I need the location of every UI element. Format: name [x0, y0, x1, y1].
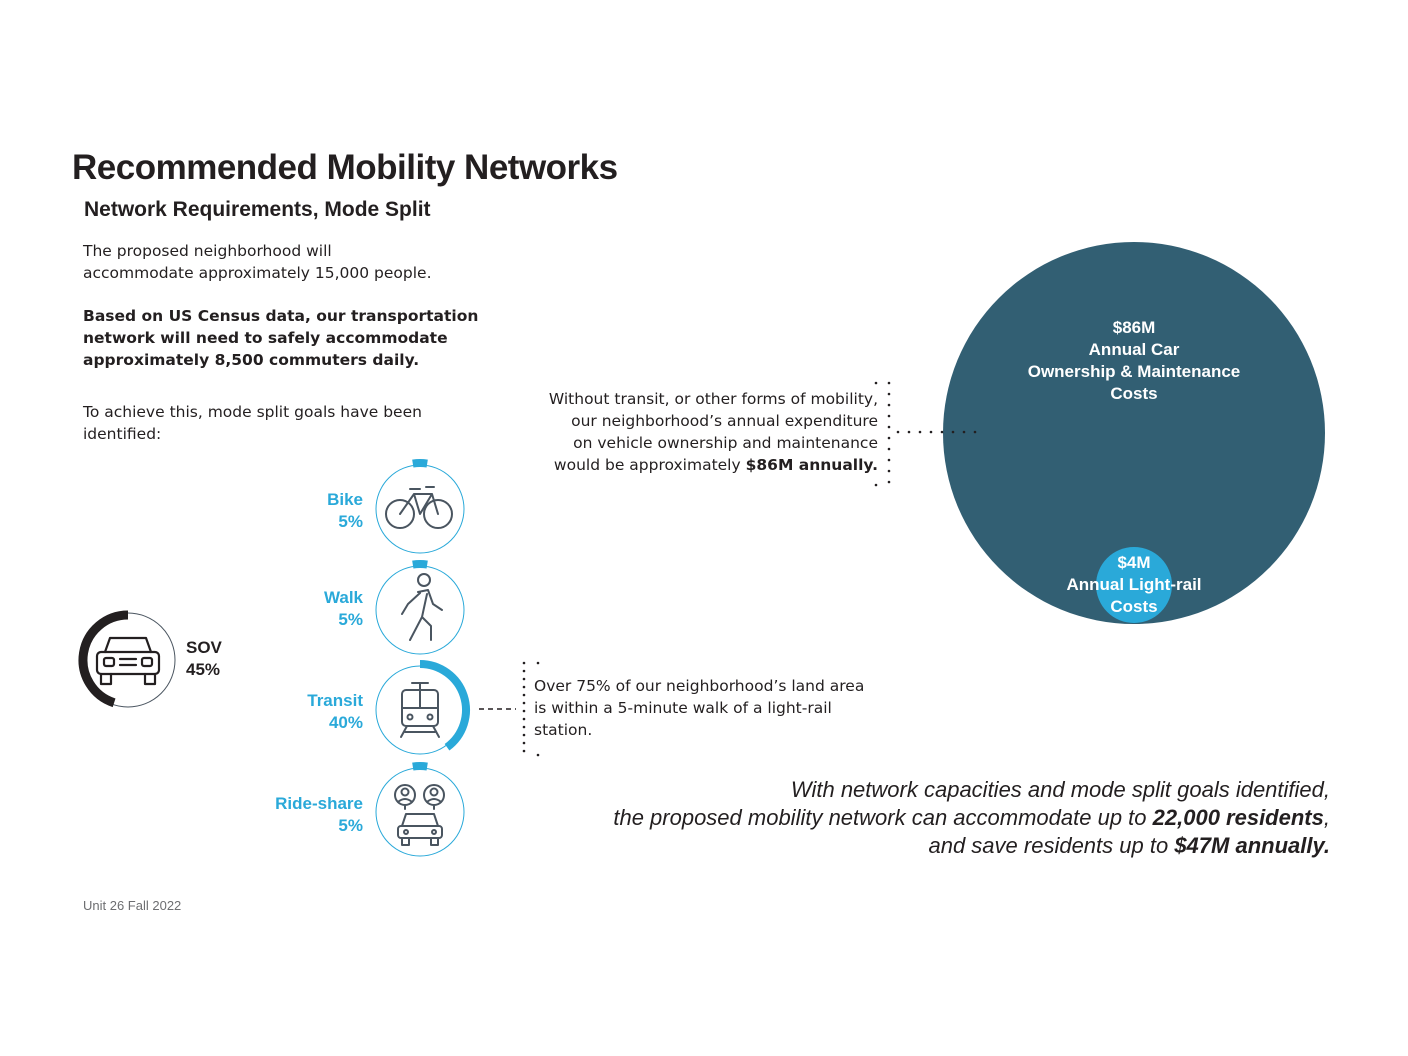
mode-ring-bike	[375, 459, 465, 554]
expenditure-line4-bold: $86M annually.	[745, 456, 878, 474]
transit-note-line2: is within a 5-minute walk of a light-rai…	[534, 699, 832, 717]
light-rail-cost-circle	[1096, 547, 1172, 623]
mode-ring-rideshare	[375, 762, 465, 857]
expenditure-note: Without transit, or other forms of mobil…	[512, 388, 878, 476]
transit-connector	[479, 661, 540, 757]
intro-p2-line1: Based on US Census data, our transportat…	[83, 307, 479, 325]
expenditure-line3: on vehicle ownership and maintenance	[573, 434, 878, 452]
transit-note-line3: station.	[534, 721, 593, 739]
mode-pct-bike: 5%	[338, 512, 363, 531]
mode-name-rideshare: Ride-share	[275, 794, 363, 813]
mode-arc-bike	[412, 459, 428, 468]
footer-label: Unit 26 Fall 2022	[83, 898, 182, 913]
page-subtitle: Network Requirements, Mode Split	[84, 198, 431, 221]
expenditure-connector	[874, 381, 977, 487]
car-cost-label-line1: Annual Car	[1088, 340, 1180, 359]
mode-label-transit: Transit 40%	[243, 690, 363, 734]
intro-p1-line1: The proposed neighborhood will	[83, 242, 332, 260]
sov-ring	[78, 610, 176, 708]
mode-arc-transit	[419, 660, 470, 751]
expenditure-line2: our neighborhood’s annual expenditure	[571, 412, 878, 430]
mode-label-rideshare: Ride-share 5%	[243, 793, 363, 837]
mode-arc-rideshare	[412, 762, 428, 771]
car-icon	[95, 636, 161, 686]
car-cost-circle	[943, 242, 1325, 624]
light-rail-cost-label: $4M Annual Light-rail Costs	[1034, 552, 1234, 618]
car-cost-amount: $86M	[1112, 318, 1156, 337]
conclusion-line3-prefix: and save residents up to	[928, 833, 1175, 858]
car-cost-label-line2: Ownership & Maintenance	[1027, 362, 1241, 381]
mode-pct-walk: 5%	[338, 610, 363, 629]
mode-ring-walk	[375, 560, 465, 655]
expenditure-line4-prefix: would be approximately	[553, 456, 746, 474]
mode-label-walk: Walk 5%	[243, 587, 363, 631]
intro-p3-line1: To achieve this, mode split goals have b…	[83, 403, 422, 421]
mode-ring-transit	[375, 660, 470, 755]
rideshare-icon	[394, 784, 445, 846]
intro-p3-line2: identified:	[83, 425, 162, 443]
mode-name-transit: Transit	[307, 691, 363, 710]
conclusion-statement: With network capacities and mode split g…	[510, 776, 1330, 860]
intro-p2-line2: network will need to safely accommodate	[83, 329, 448, 347]
mode-label-sov: SOV 45%	[186, 637, 222, 681]
mode-pct-rideshare: 5%	[338, 816, 363, 835]
intro-paragraph-3: To achieve this, mode split goals have b…	[83, 401, 422, 445]
conclusion-line1: With network capacities and mode split g…	[790, 777, 1330, 802]
light-rail-cost-line1: Annual Light-rail	[1066, 575, 1202, 594]
intro-paragraph-1: The proposed neighborhood will accommoda…	[83, 240, 432, 284]
mode-name-bike: Bike	[327, 490, 363, 509]
mode-arc-walk	[412, 560, 428, 569]
conclusion-line2-suffix: ,	[1323, 805, 1330, 830]
car-cost-label-line3: Costs	[1110, 384, 1158, 403]
page-title: Recommended Mobility Networks	[72, 148, 618, 187]
transit-note: Over 75% of our neighborhood’s land area…	[534, 675, 904, 741]
light-rail-cost-amount: $4M	[1117, 553, 1151, 572]
conclusion-line2-prefix: the proposed mobility network can accomm…	[613, 805, 1153, 830]
intro-paragraph-2: Based on US Census data, our transportat…	[83, 305, 478, 371]
expenditure-line4: would be approximately $86M annually.	[512, 454, 878, 476]
mode-pct-sov: 45%	[186, 660, 221, 679]
conclusion-line2: the proposed mobility network can accomm…	[510, 804, 1330, 832]
conclusion-line2-bold: 22,000 residents	[1152, 805, 1324, 830]
bicycle-icon	[385, 486, 453, 529]
intro-p1-line2: accommodate approximately 15,000 people.	[83, 264, 432, 282]
light-rail-cost-line2: Costs	[1110, 597, 1158, 616]
conclusion-line3: and save residents up to $47M annually.	[510, 832, 1330, 860]
transit-note-line1: Over 75% of our neighborhood’s land area	[534, 677, 865, 695]
pedestrian-icon	[401, 573, 443, 641]
intro-p2-line3: approximately 8,500 commuters daily.	[83, 351, 420, 369]
conclusion-line3-bold: $47M annually.	[1174, 833, 1330, 858]
car-cost-label: $86M Annual Car Ownership & Maintenance …	[984, 317, 1284, 405]
light-rail-icon	[400, 682, 440, 738]
mode-name-sov: SOV	[186, 638, 222, 657]
mode-name-walk: Walk	[323, 588, 363, 607]
expenditure-line1: Without transit, or other forms of mobil…	[548, 390, 878, 408]
mode-label-bike: Bike 5%	[243, 489, 363, 533]
mode-pct-transit: 40%	[328, 713, 363, 732]
